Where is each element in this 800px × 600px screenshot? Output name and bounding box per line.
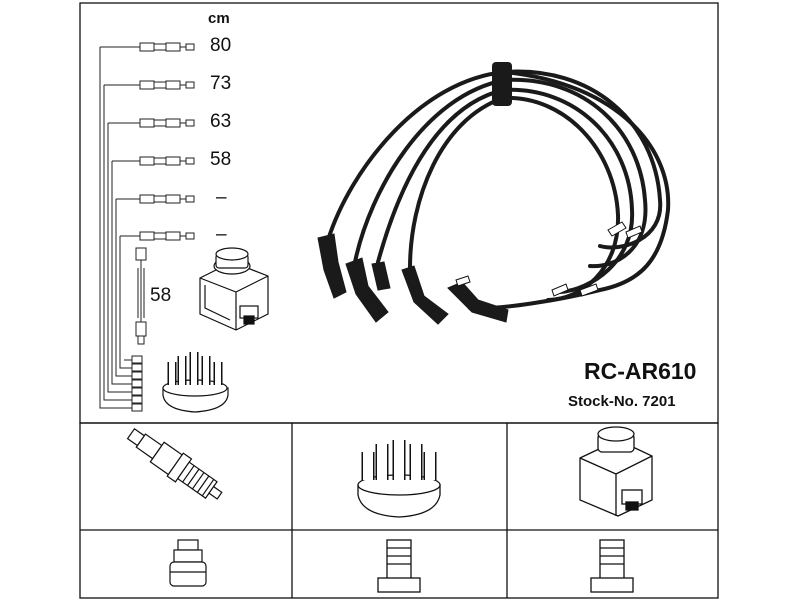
lead-length-2: 73 <box>210 73 232 94</box>
unit-label: cm <box>208 10 230 27</box>
small-distributor-cap-drawing <box>162 352 229 413</box>
stock-number: Stock-No. 7201 <box>568 393 676 410</box>
lead-schematic <box>99 46 140 409</box>
small-coil-drawing <box>199 247 269 331</box>
accessory-panel-frame <box>79 422 719 599</box>
lead-length-4: 58 <box>210 149 232 170</box>
wire-end-terminals <box>455 221 643 297</box>
spark-plug-drawing <box>126 427 223 587</box>
coil-lead-drawing <box>135 247 147 345</box>
coil-lead-length: 58 <box>150 285 172 306</box>
part-number: RC-AR610 <box>584 358 697 384</box>
lead-terminals <box>131 42 195 412</box>
wire-tie <box>492 62 512 106</box>
distributor-cap-drawing <box>357 440 441 593</box>
wire-bundle <box>326 69 671 311</box>
plug-boots <box>317 233 509 325</box>
ignition-coil-drawing <box>579 426 653 593</box>
lead-length-6: – <box>216 224 227 245</box>
lead-length-5: – <box>216 187 227 208</box>
lead-length-1: 80 <box>210 35 232 56</box>
lead-length-3: 63 <box>210 111 232 132</box>
